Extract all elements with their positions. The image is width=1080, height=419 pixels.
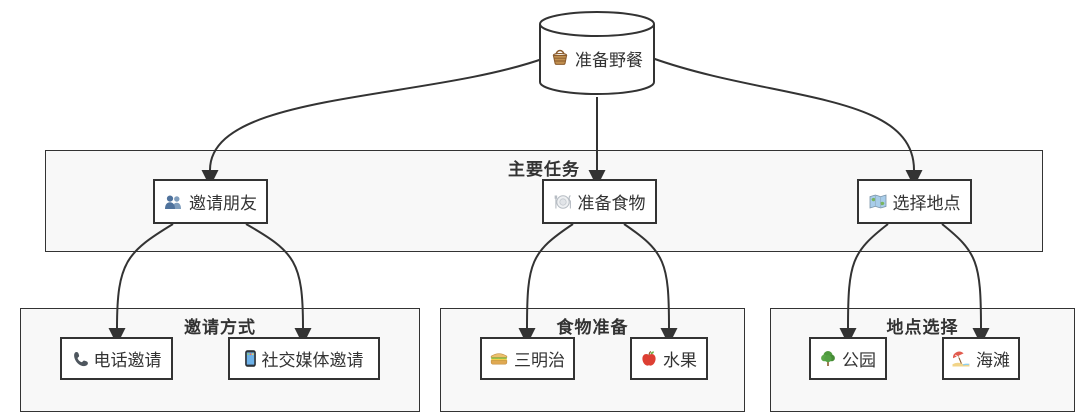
node-beach-label: 海滩 — [976, 351, 1010, 370]
cylinder-shape — [539, 11, 655, 95]
apple-icon — [641, 350, 657, 367]
people-icon — [164, 194, 183, 210]
node-phone-invite-label: 电话邀请 — [93, 351, 162, 370]
node-choose-location-label: 选择地点 — [892, 194, 961, 213]
tree-icon — [820, 350, 836, 367]
phone-receiver-icon — [72, 351, 88, 367]
node-prepare-picnic-label: 准备野餐 — [575, 51, 643, 70]
node-park: 公园 — [809, 337, 887, 380]
cluster-location-choice: 地点选择 — [770, 308, 1075, 412]
node-choose-location: 选择地点 — [857, 179, 972, 224]
node-park-label: 公园 — [842, 351, 876, 370]
node-fruit: 水果 — [630, 337, 708, 380]
basket-icon — [551, 48, 569, 70]
node-prepare-picnic: 准备野餐 — [538, 10, 656, 98]
node-sandwich: 三明治 — [480, 337, 575, 380]
cluster-invite-methods-title: 邀请方式 — [184, 318, 256, 337]
cluster-location-choice-title: 地点选择 — [886, 318, 959, 337]
node-phone-invite: 电话邀请 — [60, 337, 173, 380]
cluster-food-prep-title: 食物准备 — [556, 318, 629, 337]
fork-knife-plate-icon — [554, 194, 572, 210]
node-invite-friends: 邀请朋友 — [153, 179, 268, 224]
node-fruit-label: 水果 — [663, 351, 697, 370]
world-map-icon — [869, 194, 887, 209]
node-invite-friends-label: 邀请朋友 — [189, 194, 257, 213]
node-prepare-food-label: 准备食物 — [577, 194, 646, 213]
node-social-media-invite: 社交媒体邀请 — [228, 337, 380, 380]
node-beach: 海滩 — [942, 337, 1020, 380]
sandwich-icon — [490, 351, 508, 366]
node-prepare-food: 准备食物 — [542, 179, 657, 224]
beach-umbrella-icon — [952, 351, 970, 367]
node-social-media-invite-label: 社交媒体邀请 — [261, 351, 364, 370]
cluster-main-tasks-title: 主要任务 — [508, 160, 580, 179]
mobile-phone-icon — [244, 350, 256, 367]
node-sandwich-label: 三明治 — [514, 351, 565, 370]
